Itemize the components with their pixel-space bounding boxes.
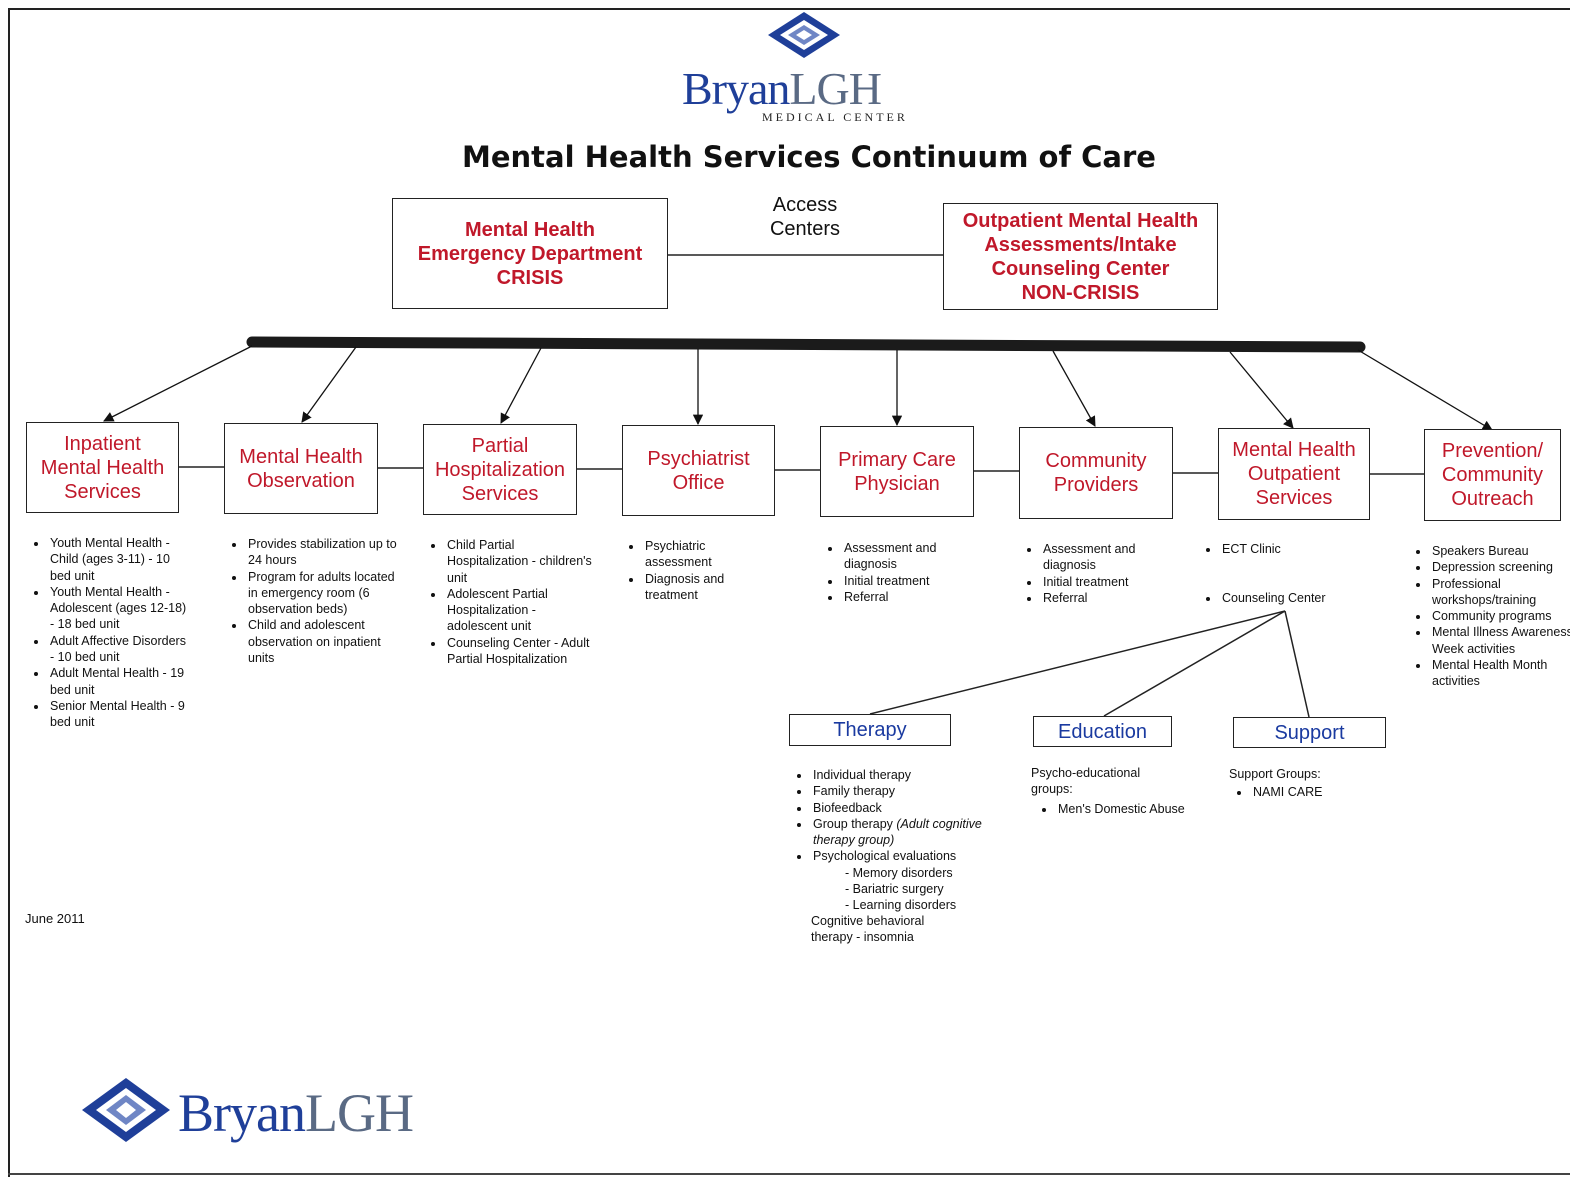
page-title: Mental Health Services Continuum of Care (462, 140, 1156, 174)
education-intro: Psycho-educational groups: (1031, 766, 1141, 797)
psychiatrist-list: Psychiatric assessment Diagnosis and tre… (623, 538, 763, 603)
list-item: Youth Mental Health - Child (ages 3-11) … (48, 535, 190, 584)
list-item: Adolescent Partial Hospitalization - ado… (445, 586, 595, 635)
list-item: Assessment and diagnosis (1041, 541, 1181, 574)
list-item: Men's Domestic Abuse (1056, 801, 1186, 817)
logo-diamond-icon-bottom (82, 1078, 170, 1142)
prevention-list: Speakers Bureau Depression screening Pro… (1410, 543, 1570, 690)
document-date: June 2011 (25, 911, 85, 926)
outpatient-services-list: ECT Clinic (1200, 541, 1370, 557)
list-item: Initial treatment (842, 573, 982, 589)
arrow-partial (500, 347, 542, 424)
list-item: Mental Illness Awareness Week activities (1430, 624, 1570, 657)
list-item: Youth Mental Health - Adolescent (ages 1… (48, 584, 190, 633)
list-item: Family therapy (811, 783, 1001, 799)
partial-hospitalization-list: Child Partial Hospitalization - children… (425, 537, 595, 667)
logo-bryan-text: Bryan (178, 1083, 306, 1143)
list-item: Initial treatment (1041, 574, 1181, 590)
list-item: Group therapy (Adult cognitive therapy g… (811, 816, 1001, 849)
list-item: Counseling Center (1220, 590, 1370, 606)
list-item: Counseling Center - Adult Partial Hospit… (445, 635, 595, 668)
sub-list-item: Memory disorders (843, 865, 1001, 881)
list-item: Provides stabilization up to 24 hours (246, 536, 398, 569)
logo-wordmark: BryanLGH (682, 63, 882, 114)
list-item: ECT Clinic (1220, 541, 1370, 557)
logo-diamond-icon (768, 12, 840, 58)
list-item: Depression screening (1430, 559, 1570, 575)
arrow-observation (301, 346, 357, 423)
list-item: NAMI CARE (1251, 784, 1381, 800)
support-intro: Support Groups: (1229, 767, 1321, 781)
arrow-community (1052, 350, 1096, 427)
list-item: Speakers Bureau (1430, 543, 1570, 559)
community-providers-list: Assessment and diagnosis Initial treatme… (1021, 541, 1181, 606)
list-item: Child Partial Hospitalization - children… (445, 537, 595, 586)
list-item: Professional workshops/training (1430, 576, 1570, 609)
therapy-list: Individual therapy Family therapy Biofee… (791, 767, 1001, 914)
page-border-left (8, 8, 10, 1177)
list-item: Adult Mental Health - 19 bed unit (48, 665, 190, 698)
observation-list: Provides stabilization up to 24 hours Pr… (226, 536, 398, 666)
therapy-trailing-text: Cognitive behavioral therapy - insomnia (811, 914, 925, 945)
education-box: Education (1033, 716, 1172, 747)
logo-subtitle: MEDICAL CENTER (762, 110, 908, 124)
support-list: NAMI CARE (1231, 784, 1381, 800)
distribution-bar (246, 336, 1366, 353)
list-item: Senior Mental Health - 9 bed unit (48, 698, 190, 731)
sub-list-item: Bariatric surgery (843, 881, 1001, 897)
list-item: Referral (842, 589, 982, 605)
list-item: Psychiatric assessment (643, 538, 763, 571)
list-item: Adult Affective Disorders - 10 bed unit (48, 633, 190, 666)
list-item: Mental Health Month activities (1430, 657, 1570, 690)
list-item: Program for adults located in emergency … (246, 569, 398, 618)
list-item: Assessment and diagnosis (842, 540, 982, 573)
arrow-outpatient (1229, 351, 1294, 429)
logo-lgh-text: LGH (789, 63, 882, 114)
arrow-prevention (1357, 349, 1493, 431)
page-border-bottom (8, 1173, 1570, 1175)
arrow-inpatient (103, 345, 253, 422)
list-item: Referral (1041, 590, 1181, 606)
list-item: Diagnosis and treatment (643, 571, 763, 604)
counseling-center-item: Counseling Center (1200, 590, 1370, 606)
list-item: Child and adolescent observation on inpa… (246, 617, 398, 666)
list-item: Psychological evaluations Memory disorde… (811, 848, 1001, 913)
page-border-top (8, 8, 1570, 10)
list-item: Individual therapy (811, 767, 1001, 783)
list-item: Biofeedback (811, 800, 1001, 816)
inpatient-list: Youth Mental Health - Child (ages 3-11) … (28, 535, 190, 731)
logo-bryan-text: Bryan (682, 63, 790, 114)
list-item: Community programs (1430, 608, 1570, 624)
sub-list-item: Learning disorders (843, 897, 1001, 913)
therapy-box: Therapy (789, 714, 951, 746)
logo-wordmark-bottom: BryanLGH (178, 1083, 414, 1143)
logo-lgh-text: LGH (304, 1083, 414, 1143)
education-list: Men's Domestic Abuse (1036, 801, 1186, 817)
counseling-branches (869, 610, 1310, 718)
support-box: Support (1233, 717, 1386, 748)
primary-care-list: Assessment and diagnosis Initial treatme… (822, 540, 982, 605)
